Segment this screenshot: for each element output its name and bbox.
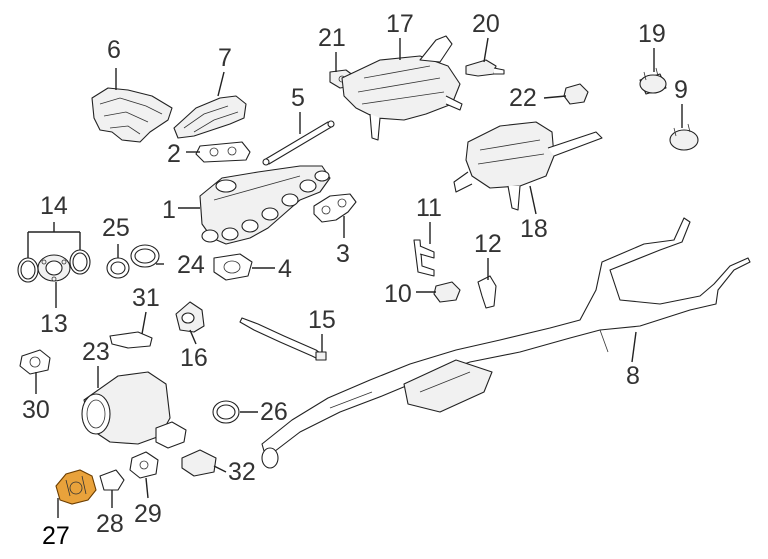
callout-21: 21 [318, 24, 346, 52]
part-bracket-28[interactable] [99, 469, 125, 491]
leader-lines [27, 37, 683, 518]
part-heat-shield-left[interactable] [91, 87, 173, 143]
part-manifold-gasket[interactable] [313, 193, 357, 223]
part-ring-26[interactable] [212, 400, 240, 424]
callout-20: 20 [472, 10, 500, 38]
part-mount-22[interactable] [563, 83, 589, 105]
part-mount-10[interactable] [433, 281, 461, 303]
part-heat-shield-right[interactable] [173, 95, 247, 139]
part-center-muffler[interactable] [453, 121, 603, 211]
callout-30: 30 [22, 396, 50, 424]
part-rod-5[interactable] [262, 120, 335, 166]
part-ring-14-right[interactable] [69, 249, 91, 275]
callout-24: 24 [177, 251, 205, 279]
callout-3: 3 [336, 240, 350, 268]
part-mount-16[interactable] [175, 301, 205, 333]
callout-4: 4 [278, 255, 292, 283]
callout-26: 26 [260, 398, 288, 426]
callout-19: 19 [638, 20, 666, 48]
callout-17: 17 [386, 10, 414, 38]
part-ring-25[interactable] [106, 257, 130, 279]
callout-29: 29 [134, 500, 162, 528]
part-hanger-20[interactable] [465, 59, 505, 77]
callout-8: 8 [626, 362, 640, 390]
part-flange-gasket[interactable] [213, 253, 253, 281]
part-bracket-31[interactable] [109, 331, 153, 349]
callout-9: 9 [674, 76, 688, 104]
part-clamp-9[interactable] [669, 123, 699, 151]
callout-12: 12 [474, 230, 502, 258]
part-ring-24[interactable] [130, 244, 160, 268]
callout-13: 13 [40, 310, 68, 338]
callout-16: 16 [180, 344, 208, 372]
part-bracket-11[interactable] [413, 239, 435, 277]
callout-2: 2 [167, 140, 181, 168]
callout-7: 7 [218, 44, 232, 72]
callout-27-highlighted: 27 [42, 522, 70, 550]
callout-15: 15 [308, 306, 336, 334]
callout-6: 6 [107, 36, 121, 64]
part-flange-13[interactable] [37, 254, 71, 282]
callout-23: 23 [82, 338, 110, 366]
part-gasket-2[interactable] [195, 141, 251, 163]
part-rod-15[interactable] [239, 317, 327, 361]
part-ring-14-left[interactable] [17, 257, 39, 283]
part-27-highlighted[interactable] [55, 469, 97, 505]
part-heat-shield-32[interactable] [181, 449, 217, 477]
part-main-exhaust-pipe[interactable] [261, 217, 751, 469]
callout-25: 25 [102, 214, 130, 242]
callout-10: 10 [384, 280, 412, 308]
part-rear-muffler[interactable] [341, 35, 463, 141]
callout-14: 14 [40, 192, 68, 220]
part-bracket-12[interactable] [477, 275, 497, 309]
callout-11: 11 [416, 194, 442, 222]
callout-32: 32 [228, 458, 256, 486]
part-gasket-30[interactable] [19, 349, 51, 375]
callout-1: 1 [162, 196, 176, 224]
callout-22: 22 [509, 84, 537, 112]
part-exhaust-manifold[interactable] [199, 165, 331, 245]
callout-18: 18 [520, 215, 548, 243]
callout-5: 5 [291, 84, 305, 112]
callout-28: 28 [96, 510, 124, 538]
callout-31: 31 [132, 284, 160, 312]
part-catalytic-converter[interactable] [81, 371, 187, 449]
callout-labels: 6 7 2 5 1 3 4 24 25 14 13 21 17 20 22 19… [22, 10, 688, 550]
part-clamp-19[interactable] [639, 67, 667, 95]
part-flange-29[interactable] [129, 451, 159, 479]
